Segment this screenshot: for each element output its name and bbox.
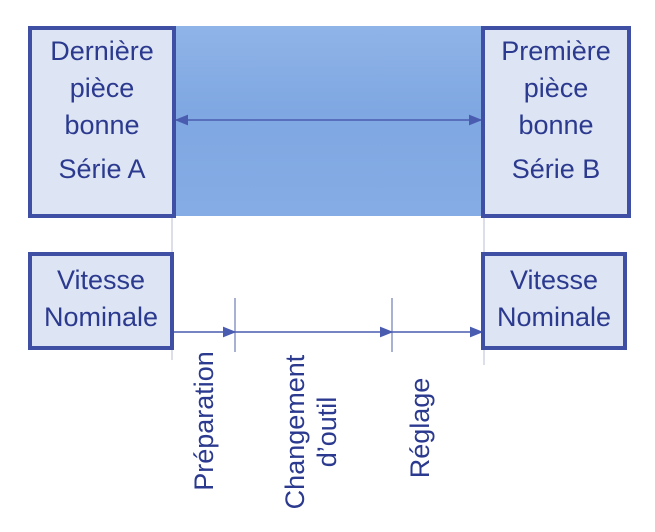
first-good-part-line-1: Première — [501, 36, 611, 66]
first-good-part-box: Première pièce bonne Série B — [481, 26, 631, 218]
preparation-text: Préparation — [189, 351, 219, 491]
nominal-speed-right-line-2: Nominale — [496, 302, 612, 332]
first-good-part-line-3: bonne — [518, 110, 594, 140]
last-good-part-line-3: bonne — [64, 110, 140, 140]
last-good-part-line-1: Dernière — [50, 36, 154, 66]
reglage-text: Réglage — [405, 377, 435, 479]
changement-text-line-1: Changement — [280, 354, 310, 510]
nominal-speed-left-line-1: Vitesse — [56, 265, 146, 295]
first-good-part-line-2: pièce — [523, 73, 589, 103]
series-b-label: Série B — [511, 154, 601, 184]
nominal-speed-left-line-2: Nominale — [43, 302, 159, 332]
last-good-part-line-2: pièce — [69, 73, 135, 103]
nominal-speed-right-line-1: Vitesse — [509, 265, 599, 295]
changement-text-line-2: d’outil — [312, 396, 342, 468]
series-a-label: Série A — [58, 154, 146, 184]
step-label-preparation: Préparation — [188, 346, 220, 496]
step-label-reglage: Réglage — [404, 368, 436, 488]
last-good-part-box: Dernière pièce bonne Série A — [28, 26, 176, 218]
nominal-speed-box-left: Vitesse Nominale — [28, 252, 174, 350]
nominal-speed-box-right: Vitesse Nominale — [481, 252, 627, 350]
step-label-changement: Changement d’outil — [279, 352, 343, 512]
